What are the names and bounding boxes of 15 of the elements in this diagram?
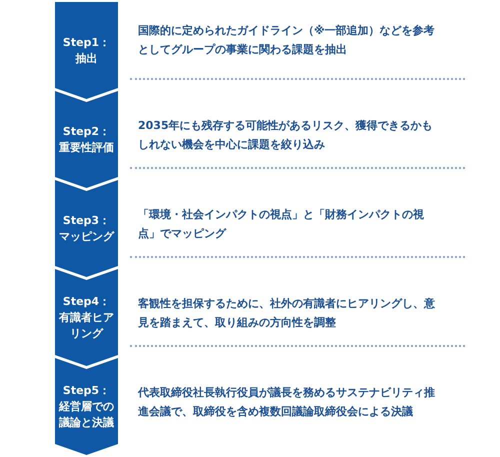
step-description: 国際的に定められたガイドライン（※一部追加）などを参考としてグループの事業に関わる課題を抽出 (138, 23, 436, 58)
step-title: 有識者ヒアリング (58, 310, 115, 342)
step-number: Step5： (62, 382, 110, 398)
step-title: 重要性評価 (58, 140, 115, 156)
step-description: 「環境・社会インパクトの視点」と「財務インパクトの視点」でマッピング (138, 207, 425, 242)
step-number: Step3： (62, 212, 110, 228)
step-number: Step1： (62, 34, 110, 50)
step-title: マッピング (58, 228, 116, 244)
step-description: 客観性を担保するために、社外の有識者にヒアリングし、意見を踏まえて、取り組みの方向性を調整 (138, 296, 436, 331)
step-title: 抽出 (74, 50, 98, 66)
step-number: Step2： (62, 124, 110, 140)
step-title: 経営層での議論と決議 (58, 398, 115, 430)
step-description: 2035年にも残存する可能性があるリスク、獲得できるかもしれない機会を中心に課題を絞り込み (138, 118, 434, 153)
step-description: 代表取締役社長執行役員が議長を務めるサステナビリティ推進会議で、取締役を含め複数回議論取締役会による決議 (138, 385, 436, 420)
step-number: Step4： (62, 294, 110, 310)
